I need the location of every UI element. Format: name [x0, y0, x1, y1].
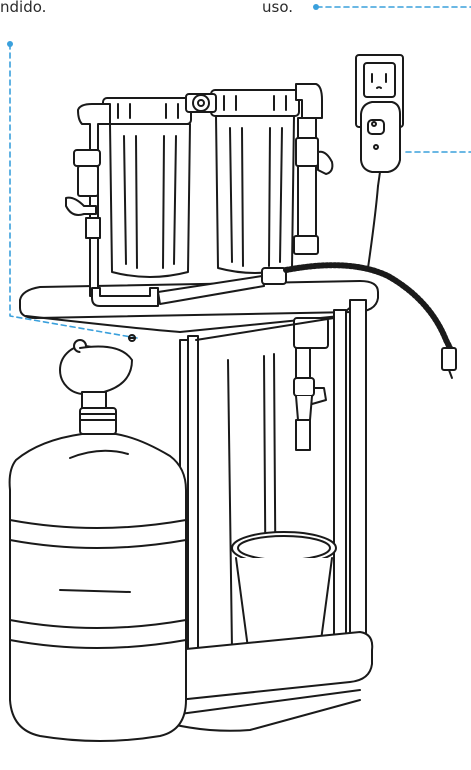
filter-housing-left [103, 98, 191, 277]
water-jug [10, 408, 186, 741]
callout-dot-top [313, 4, 319, 10]
filter-connector [186, 94, 216, 112]
left-pipe-assembly [66, 104, 110, 296]
dispenser-spout [294, 318, 328, 450]
callout-dot-left [7, 41, 13, 47]
pump-motor [60, 340, 132, 408]
hose-end-fitting [442, 348, 456, 378]
pump-controller [361, 102, 400, 186]
filter-housing-right [211, 90, 299, 273]
power-cord [368, 186, 378, 268]
